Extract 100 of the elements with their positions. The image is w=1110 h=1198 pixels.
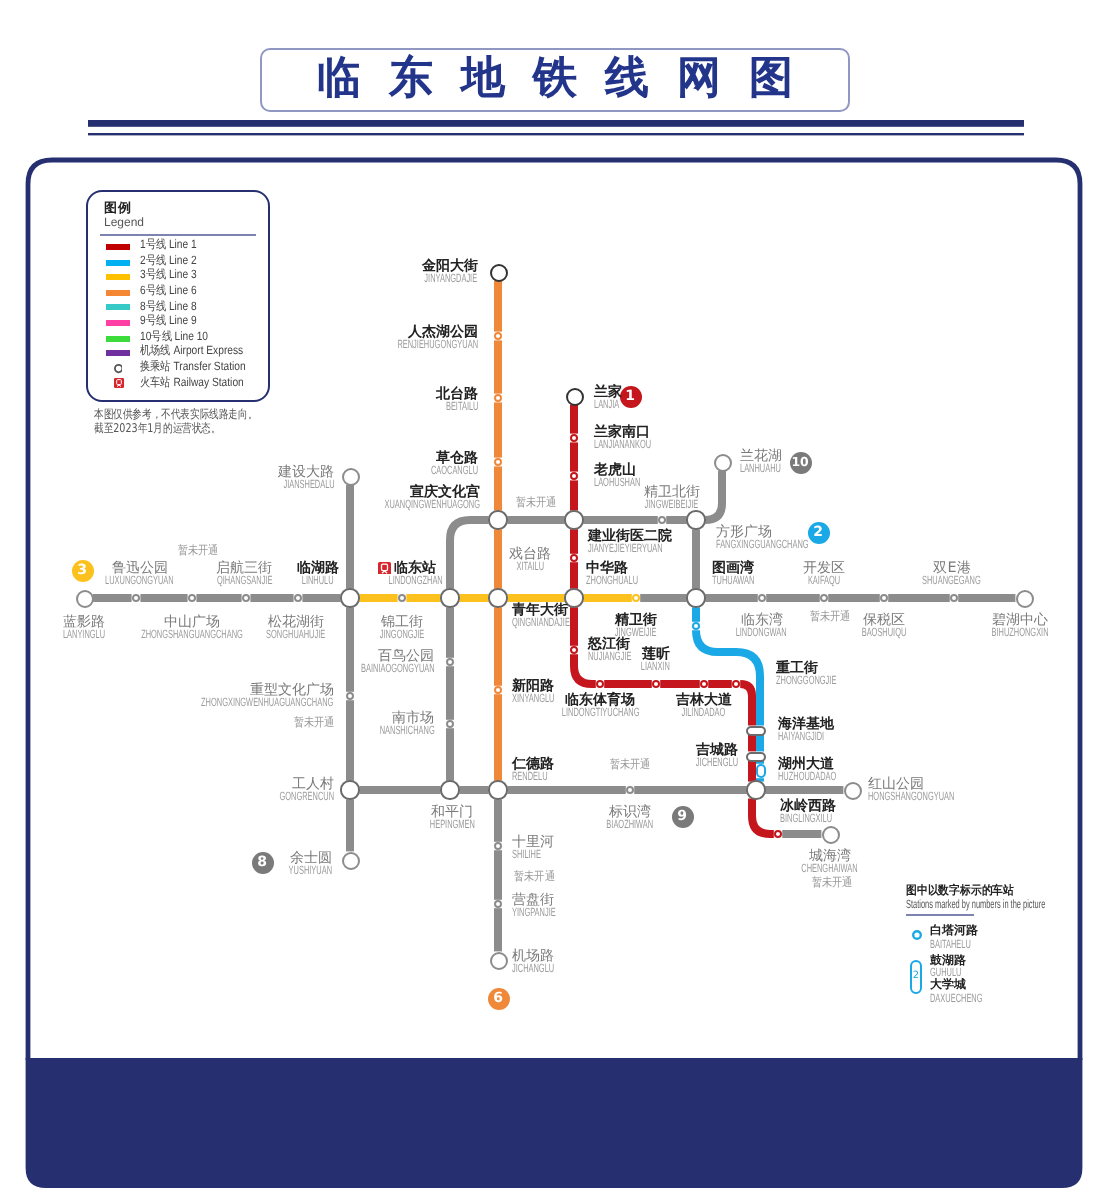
interchange-marker — [488, 780, 508, 800]
metro-line — [507, 516, 565, 524]
metro-line — [494, 402, 502, 458]
metro-line — [705, 594, 758, 602]
metro-line — [302, 594, 341, 602]
station-marker — [569, 433, 579, 443]
station-marker — [699, 679, 709, 689]
station-marker — [293, 593, 303, 603]
metro-line — [570, 654, 596, 688]
station-marker — [879, 593, 889, 603]
station-marker — [773, 829, 783, 839]
metro-line — [494, 850, 502, 900]
interchange-marker — [340, 780, 360, 800]
station-marker — [746, 725, 766, 735]
metro-line — [494, 694, 502, 781]
terminal-marker — [713, 453, 731, 471]
metro-line — [140, 594, 188, 602]
station-marker — [651, 679, 661, 689]
interchange-marker — [440, 780, 460, 800]
metro-line — [346, 607, 354, 692]
metro-line — [692, 626, 764, 726]
metro-line — [494, 340, 502, 394]
station-marker — [569, 553, 579, 563]
terminal-marker — [75, 589, 93, 607]
station-marker — [569, 471, 579, 481]
terminal-marker — [341, 851, 359, 869]
station-marker — [493, 331, 503, 341]
station-marker — [493, 841, 503, 851]
metro-line — [346, 484, 354, 589]
station-marker — [131, 593, 141, 603]
interchange-marker — [564, 510, 584, 530]
metro-line — [446, 607, 454, 658]
metro-line — [459, 786, 489, 794]
metro-line — [888, 594, 950, 602]
station-marker — [625, 785, 635, 795]
metro-line — [828, 594, 880, 602]
terminal-marker — [1015, 589, 1033, 607]
metro-line — [346, 799, 354, 852]
metro-line — [346, 700, 354, 781]
title: 临东地铁线网图 — [260, 48, 850, 112]
station-marker — [493, 457, 503, 467]
station-marker — [397, 593, 407, 603]
station-marker — [949, 593, 959, 603]
metro-line — [250, 594, 294, 602]
metro-line — [570, 607, 578, 646]
metro-line — [507, 594, 565, 602]
metro-line — [604, 680, 652, 688]
metro-line — [446, 516, 489, 589]
metro-line — [765, 786, 844, 794]
metro-line — [446, 666, 454, 720]
station-marker — [445, 719, 455, 729]
metro-line — [748, 798, 774, 838]
metro-line — [958, 594, 1016, 602]
station-marker — [493, 899, 503, 909]
station-marker — [241, 593, 251, 603]
metro-line — [583, 594, 632, 602]
metro-line — [359, 786, 441, 794]
metro-line — [507, 786, 626, 794]
metro-line — [570, 404, 578, 434]
metro-line — [692, 607, 700, 622]
station-marker — [187, 593, 197, 603]
metro-line — [196, 594, 242, 602]
metro-line — [736, 680, 756, 726]
station-marker — [569, 645, 579, 655]
terminal-marker — [565, 387, 583, 405]
metro-line — [446, 728, 454, 781]
metro-line — [748, 760, 756, 782]
station-marker — [595, 679, 605, 689]
station-marker — [657, 515, 667, 525]
metro-line — [660, 680, 700, 688]
metro-line — [494, 529, 502, 589]
station-marker — [345, 691, 355, 701]
station-marker — [755, 763, 765, 779]
interchange-marker — [746, 780, 766, 800]
metro-line — [640, 594, 687, 602]
metro-line — [708, 680, 732, 688]
metro-line — [406, 594, 441, 602]
metro-line — [494, 908, 502, 952]
station-marker — [631, 593, 641, 603]
terminal-marker — [489, 263, 507, 281]
metro-line — [748, 734, 756, 752]
metro-line — [92, 594, 132, 602]
metro-line — [359, 594, 398, 602]
interchange-marker — [488, 588, 508, 608]
metro-line — [459, 594, 489, 602]
station-marker — [731, 679, 741, 689]
interchange-marker — [686, 510, 706, 530]
metro-line — [634, 786, 747, 794]
interchange-marker — [340, 588, 360, 608]
interchange-marker — [564, 588, 584, 608]
metro-line — [583, 516, 658, 524]
metro-line — [766, 594, 820, 602]
metro-line — [570, 529, 578, 554]
station-marker — [445, 657, 455, 667]
metro-line — [494, 280, 502, 332]
metro-line — [494, 799, 502, 842]
terminal-marker — [821, 825, 839, 843]
metro-line — [570, 442, 578, 472]
metro-line — [494, 466, 502, 511]
metro-line — [570, 480, 578, 511]
